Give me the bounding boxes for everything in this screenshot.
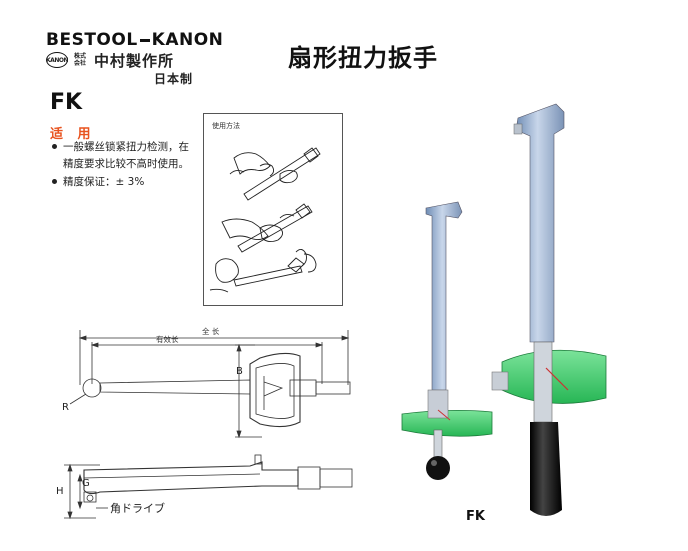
effective-length-label: 有效长	[156, 334, 179, 344]
emblem-text: KANON	[46, 56, 68, 64]
feature-item: 精度保证：± 3%	[52, 174, 144, 191]
dim-r-label: R	[62, 402, 69, 413]
brand-dash	[139, 38, 150, 42]
brand-name-right: KANON	[151, 30, 224, 50]
page-title: 扇形扭力扳手	[288, 44, 438, 72]
square-drive-label: 角ドライブ	[110, 501, 165, 515]
bullet-icon	[52, 143, 57, 149]
bullet-icon	[52, 178, 57, 184]
hands-using-wrench-illustration	[209, 147, 321, 293]
brand-logo: BESTOOL KANON	[46, 30, 223, 50]
dim-h-label: H	[56, 486, 64, 497]
company-line: KANON 株式会社 中村製作所	[46, 51, 175, 70]
dim-g-label: G	[82, 478, 90, 489]
product-caption: FK	[466, 509, 485, 524]
usage-illustration: 使用方法	[203, 113, 343, 306]
feature-text: 一般螺丝锁紧扭力检测，在	[63, 141, 189, 153]
kanon-emblem-icon: KANON	[46, 52, 68, 68]
full-length-label: 全 长	[202, 326, 220, 336]
howto-label: 使用方法	[212, 122, 240, 130]
company-name: 中村製作所	[94, 51, 175, 70]
feature-text: 精度要求比较不高时使用。	[63, 158, 189, 170]
usage-heading: 适 用	[50, 127, 96, 142]
feature-item-continued: 精度要求比较不高时使用。	[63, 156, 189, 173]
small-wrench-image	[401, 201, 493, 480]
dim-b-label: B	[236, 366, 243, 377]
model-heading: FK	[50, 90, 83, 115]
product-photo	[401, 103, 607, 516]
feature-item: 一般螺丝锁紧扭力检测，在	[52, 139, 189, 156]
feature-text: 精度保证：± 3%	[63, 176, 145, 188]
company-type-label: 株式会社	[74, 53, 87, 67]
brand-name-left: BESTOOL	[46, 30, 138, 50]
large-wrench-image	[491, 103, 607, 516]
made-in-japan: 日本制	[154, 72, 194, 86]
